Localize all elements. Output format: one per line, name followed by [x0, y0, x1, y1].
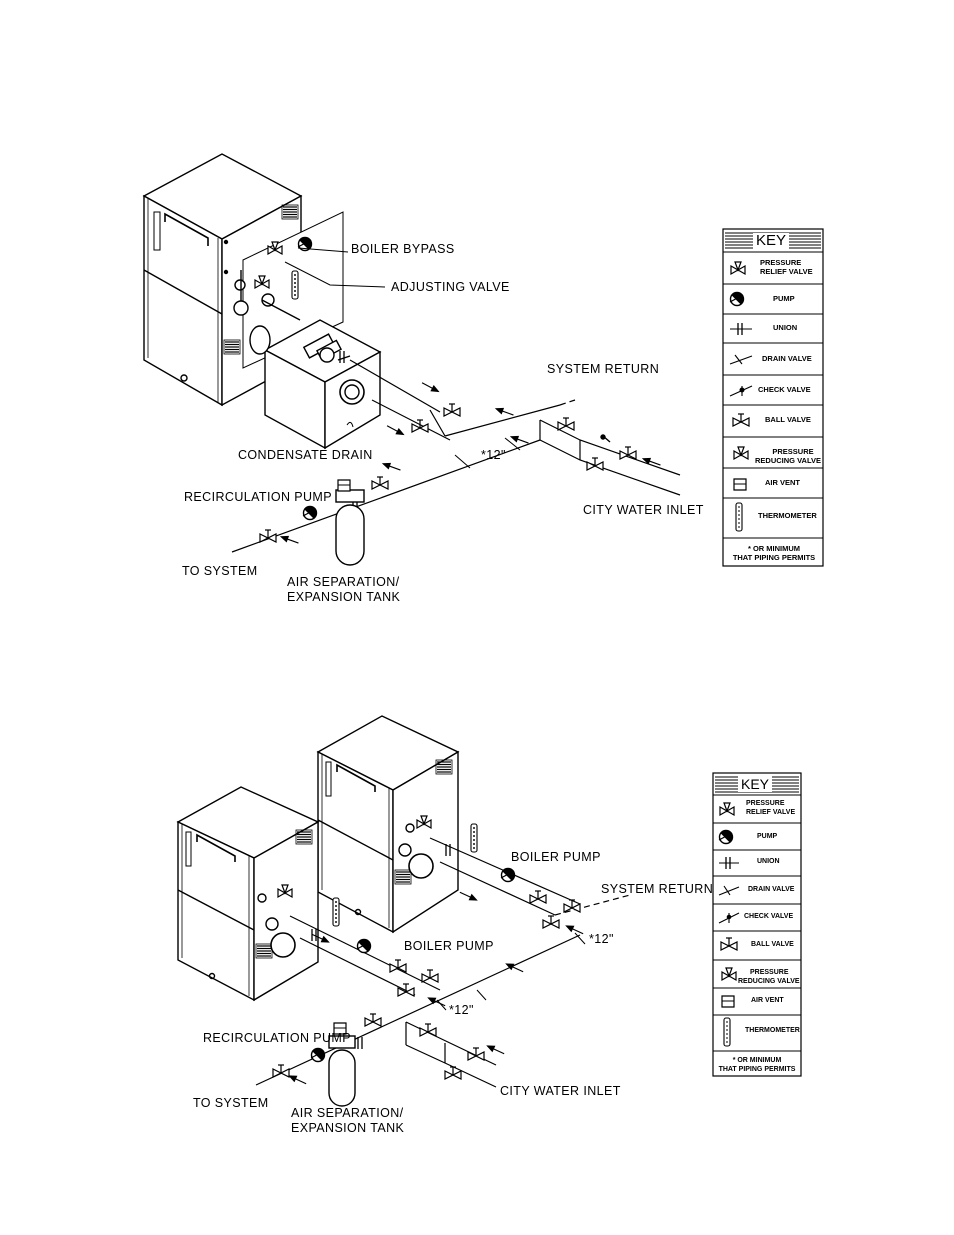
label-system-return-2: SYSTEM RETURN	[601, 882, 714, 896]
key2-pump-icon	[718, 829, 734, 845]
key1-label: DRAIN VALVE	[762, 354, 812, 363]
key1-pump-icon	[729, 291, 745, 307]
label-dimension-12-upper: *12"	[589, 932, 614, 946]
key1-air-vent-icon	[733, 478, 747, 491]
key1-label: THERMOMETER	[758, 511, 817, 520]
label-to-system: TO SYSTEM	[182, 564, 258, 578]
key2-thermometer-icon	[723, 1017, 731, 1047]
key1-drain-valve-icon	[729, 354, 753, 365]
label-system-return: SYSTEM RETURN	[547, 362, 660, 376]
label-recirculation-pump-2: RECIRCULATION PUMP	[203, 1031, 351, 1045]
label-expansion-tank: EXPANSION TANK	[287, 590, 401, 604]
key2-drain-valve-icon	[718, 885, 740, 896]
label-air-separation-2: AIR SEPARATION/	[291, 1106, 404, 1120]
label-city-water-inlet: CITY WATER INLET	[583, 503, 704, 517]
condensate-neutralizer-box	[249, 319, 382, 450]
key1-label: BALL VALVE	[765, 415, 811, 424]
key2-label: UNION	[757, 858, 780, 865]
boiler-cabinet-front	[176, 786, 320, 1002]
key2-label: CHECK VALVE	[744, 913, 794, 920]
key1-label: AIR VENT	[765, 478, 801, 487]
diagram-2	[176, 715, 631, 1107]
key2-label: PUMP	[757, 833, 778, 840]
label-boiler-pump-upper: BOILER PUMP	[511, 850, 601, 864]
key-2-frame	[712, 772, 802, 1077]
label-dimension-12-lower: *12"	[449, 1003, 474, 1017]
label-boiler-pump-lower: BOILER PUMP	[404, 939, 494, 953]
diagram-1	[142, 153, 681, 566]
key2-label: DRAIN VALVE	[748, 886, 795, 893]
key2-label: AIR VENT	[751, 997, 784, 1004]
label-to-system-2: TO SYSTEM	[193, 1096, 269, 1110]
key2-label: THERMOMETER	[745, 1027, 800, 1034]
label-air-separation: AIR SEPARATION/	[287, 575, 400, 589]
key-2-title: KEY	[738, 776, 773, 792]
key2-air-vent-icon	[721, 995, 735, 1008]
label-adjusting-valve: ADJUSTING VALVE	[391, 280, 510, 294]
key1-thermometer-icon	[735, 502, 743, 532]
key-1-frame	[722, 228, 824, 567]
label-city-water-inlet-2: CITY WATER INLET	[500, 1084, 621, 1098]
key-1-title: KEY	[753, 233, 790, 249]
label-condensate-drain: CONDENSATE DRAIN	[238, 448, 373, 462]
label-dimension-12: *12"	[481, 448, 506, 462]
boiler-cabinet-rear	[316, 715, 460, 934]
key1-label: PUMP	[773, 294, 795, 303]
label-boiler-bypass: BOILER BYPASS	[351, 242, 455, 256]
label-expansion-tank-2: EXPANSION TANK	[291, 1121, 405, 1135]
key2-label: BALL VALVE	[751, 941, 794, 948]
key1-label: CHECK VALVE	[758, 385, 811, 394]
key1-label: UNION	[773, 323, 798, 332]
label-recirculation-pump: RECIRCULATION PUMP	[184, 490, 332, 504]
